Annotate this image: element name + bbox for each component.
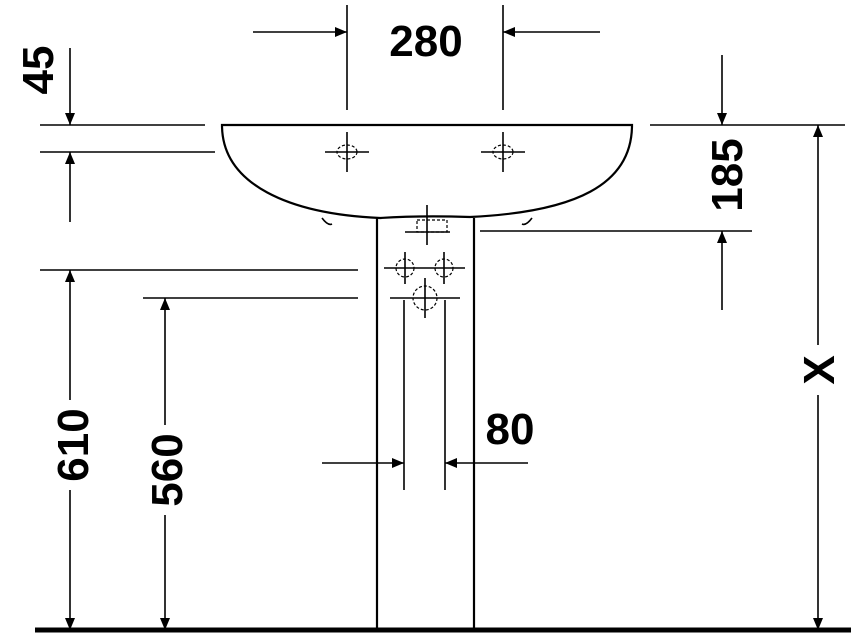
dimension-label: 80 (486, 405, 535, 454)
dimension-280: 280 (253, 5, 600, 110)
dimension-label: 45 (14, 46, 63, 95)
dimension-610: 610 (40, 269, 358, 630)
dimension-label: X (795, 355, 844, 384)
dimension-185: 185 (480, 55, 845, 310)
dimension-x: X (795, 125, 844, 630)
dimension-label: 610 (49, 408, 98, 481)
dimension-label: 185 (703, 138, 752, 211)
dimension-560: 560 (143, 297, 358, 630)
tap-hole-right (481, 132, 525, 172)
pedestal (375, 218, 476, 630)
basin (220, 123, 634, 226)
tap-hole-left (325, 132, 369, 172)
dimension-label: 280 (389, 17, 462, 66)
dimension-label: 560 (143, 433, 192, 506)
dimension-45: 45 (14, 46, 215, 222)
dimension-80: 80 (322, 300, 534, 490)
waste-connections (384, 205, 465, 318)
